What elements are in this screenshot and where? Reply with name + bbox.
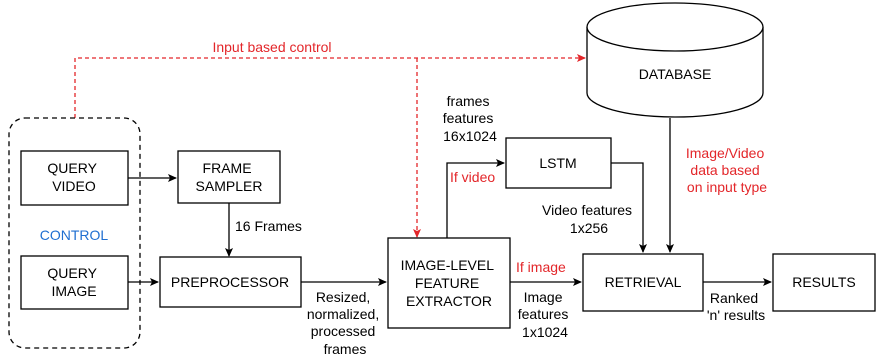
results-box (772, 253, 876, 312)
lstm-box (505, 137, 612, 189)
sixteen-frames-label: 16 Frames (235, 218, 302, 234)
ranked-results-label: Ranked 'n' results (707, 290, 765, 323)
preprocessor-label: PREPROCESSOR (171, 274, 289, 290)
video-features-label: Video features 1x256 (542, 202, 636, 236)
frame-sampler-label: FRAME SAMPLER (196, 160, 263, 194)
if-image-label: If image (516, 259, 566, 275)
retrieval-box (582, 253, 704, 312)
if-video-label: If video (450, 169, 495, 185)
preprocessor-box (159, 256, 302, 308)
control-group (8, 117, 141, 349)
database-label: DATABASE (639, 66, 712, 82)
lstm-label: LSTM (539, 155, 576, 171)
edge-extractor-to-lstm (446, 159, 505, 238)
edge-control-to-database (74, 54, 586, 118)
database-cylinder (586, 2, 764, 118)
query-video-label: QUERY VIDEO (47, 160, 100, 194)
edge-lstm-to-retrieval (611, 162, 647, 253)
image-features-label: Image features 1x1024 (518, 289, 572, 340)
retrieval-label: RETRIEVAL (605, 274, 682, 290)
query-image-box (20, 255, 129, 310)
feature-extractor-box (387, 237, 511, 329)
feature-extractor-label: IMAGE-LEVEL FEATURE EXTRACTOR (401, 257, 498, 309)
input-based-control-label: Input based control (212, 39, 331, 55)
query-image-label: QUERY IMAGE (47, 265, 100, 299)
preprocessed-frames-label: Resized, normalized, processed frames (307, 289, 383, 357)
results-label: RESULTS (792, 274, 856, 290)
frame-sampler-box (177, 150, 281, 204)
frames-features-label: frames features 16x1024 (443, 93, 497, 144)
query-video-box (20, 150, 129, 206)
control-label: CONTROL (40, 227, 109, 243)
database-data-label: Image/Video data based on input type (686, 145, 768, 195)
